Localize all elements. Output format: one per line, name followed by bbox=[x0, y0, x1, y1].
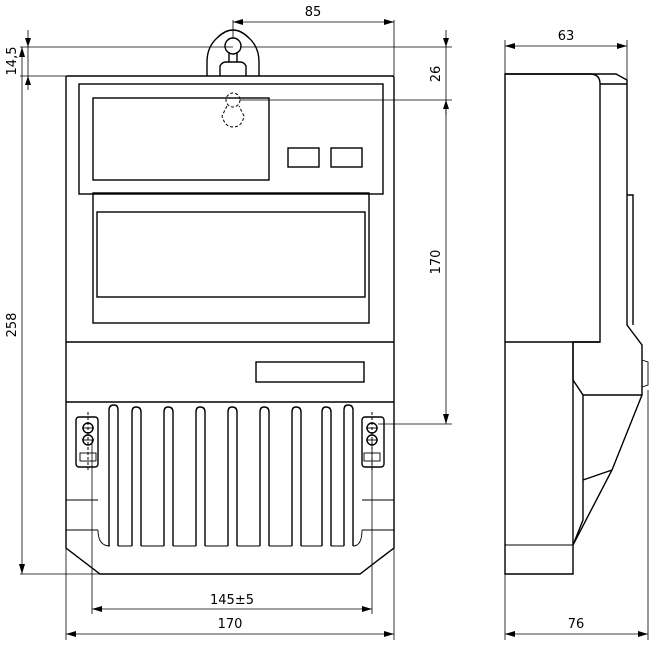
dimension-labels: 85 14,5 26 170 258 145±5 170 63 76 bbox=[5, 5, 584, 632]
dim-mount-height: 170 bbox=[429, 250, 444, 275]
front-body-outline bbox=[65, 75, 395, 575]
side-back-cap bbox=[641, 359, 649, 388]
dim-front-width: 170 bbox=[218, 617, 243, 632]
side-view bbox=[504, 73, 649, 575]
dim-mount-span: 145±5 bbox=[210, 593, 254, 608]
display-frame bbox=[92, 192, 370, 324]
front-view bbox=[65, 29, 395, 575]
nameplate-window bbox=[92, 97, 270, 181]
right-clamp bbox=[361, 412, 385, 470]
hidden-keyhole-top bbox=[225, 92, 241, 108]
button-left bbox=[287, 147, 320, 168]
hanger-keyhole bbox=[228, 52, 238, 62]
lcd-display bbox=[96, 211, 366, 298]
dim-total-height: 258 bbox=[5, 313, 20, 338]
dim-hook-offset: 26 bbox=[429, 66, 444, 83]
dim-top-width: 85 bbox=[305, 5, 322, 20]
hanger-hole bbox=[224, 37, 242, 55]
terminal-ribs bbox=[97, 404, 363, 547]
side-terminal-slope bbox=[572, 342, 642, 546]
upper-cover-frame bbox=[78, 83, 384, 195]
dim-side-bottom-depth: 76 bbox=[568, 617, 585, 632]
dimension-lines bbox=[19, 19, 649, 640]
side-body-outline bbox=[504, 73, 643, 575]
side-cover-step bbox=[572, 83, 634, 545]
button-right bbox=[330, 147, 363, 168]
hanger-eye-inner bbox=[219, 61, 247, 76]
left-clamp bbox=[75, 412, 99, 470]
dim-top-offset: 14,5 bbox=[5, 47, 20, 76]
hidden-keyhole-bottom bbox=[221, 105, 245, 128]
side-front-edge bbox=[505, 73, 601, 343]
lower-cover-inner bbox=[66, 499, 394, 531]
label-slot bbox=[255, 361, 365, 383]
dim-side-top-depth: 63 bbox=[558, 29, 575, 44]
